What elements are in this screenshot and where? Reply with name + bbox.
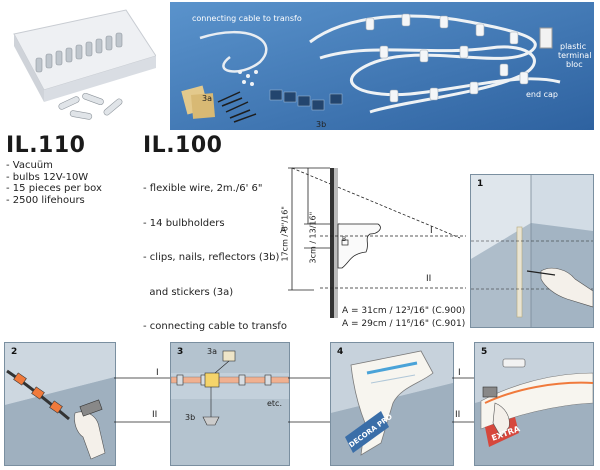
- line-i-label: I: [430, 226, 433, 236]
- step-line-ii-left: II: [152, 410, 158, 420]
- bulb-box-photo: [6, 4, 157, 124]
- feature-item: - Vacuüm: [6, 160, 53, 171]
- il110-feature-list: - Vacuüm - bulbs 12V-10W - 15 pieces per…: [6, 160, 102, 206]
- step-1-panel: 1: [470, 174, 594, 328]
- feature-item: - 2500 lifehours: [6, 194, 85, 206]
- feature-item: - connecting cable to transfo: [143, 321, 287, 332]
- letter-a-label: A: [280, 226, 287, 236]
- connecting-cable-label: connecting cable to transfo: [192, 14, 302, 23]
- product-code-il110: IL.110: [6, 133, 86, 158]
- feature-item: and stickers (3a): [143, 286, 234, 298]
- tag-3b-photo: 3b: [316, 120, 327, 129]
- step-2-number: 2: [11, 347, 18, 357]
- dimension-note-c901: A = 29cm / 11⁶/16" (C.901): [342, 319, 466, 329]
- step-5-number: 5: [481, 347, 488, 357]
- height-b-label: 3cm / 13/16": [308, 211, 318, 264]
- tag-3a-photo: 3a: [202, 94, 212, 103]
- letter-b-label: B: [342, 236, 347, 243]
- step-3-panel: 3 3a 3b etc.: [170, 342, 290, 466]
- step-4-panel: 4 DECORA PRO: [330, 342, 454, 466]
- step-4-number: 4: [337, 347, 344, 357]
- dimension-diagram: 17cm / 6"/16" 3cm / 13/16" A B I II A = …: [280, 162, 466, 338]
- step-3-number: 3: [177, 347, 184, 357]
- step-line-i-left: I: [156, 368, 159, 378]
- step-1-number: 1: [477, 179, 484, 189]
- plastic-terminal-label-3: bloc: [566, 60, 583, 69]
- plastic-terminal-label-1: plastic: [560, 42, 587, 51]
- feature-item: - flexible wire, 2m./6' 6": [143, 183, 263, 194]
- feature-item: - clips, nails, reflectors (3b): [143, 252, 280, 263]
- step-5-panel: 5 EXTRA: [474, 342, 594, 466]
- dimension-note-c900: A = 31cm / 12³/16" (C.900): [342, 306, 466, 316]
- step-3-etc: etc.: [267, 399, 282, 408]
- end-cap-label: end cap: [526, 90, 558, 99]
- step-3-tag-3a: 3a: [207, 347, 217, 356]
- step-2-panel: 2: [4, 342, 116, 466]
- product-code-il100: IL.100: [143, 133, 223, 158]
- feature-item: - 15 pieces per box: [6, 183, 102, 194]
- plastic-terminal-label-2: terminal: [558, 51, 592, 60]
- wire-kit-photo: connecting cable to transfo plastic term…: [170, 2, 594, 130]
- il100-feature-list: - flexible wire, 2m./6' 6" - 14 bulbhold…: [143, 160, 287, 344]
- step-3-tag-3b: 3b: [185, 413, 196, 422]
- line-ii-label: II: [426, 274, 432, 284]
- feature-item: - bulbs 12V-10W: [6, 171, 89, 183]
- feature-item: - 14 bulbholders: [143, 217, 225, 229]
- step-line-i-right: I: [458, 368, 461, 378]
- step-line-ii-right: II: [455, 410, 461, 420]
